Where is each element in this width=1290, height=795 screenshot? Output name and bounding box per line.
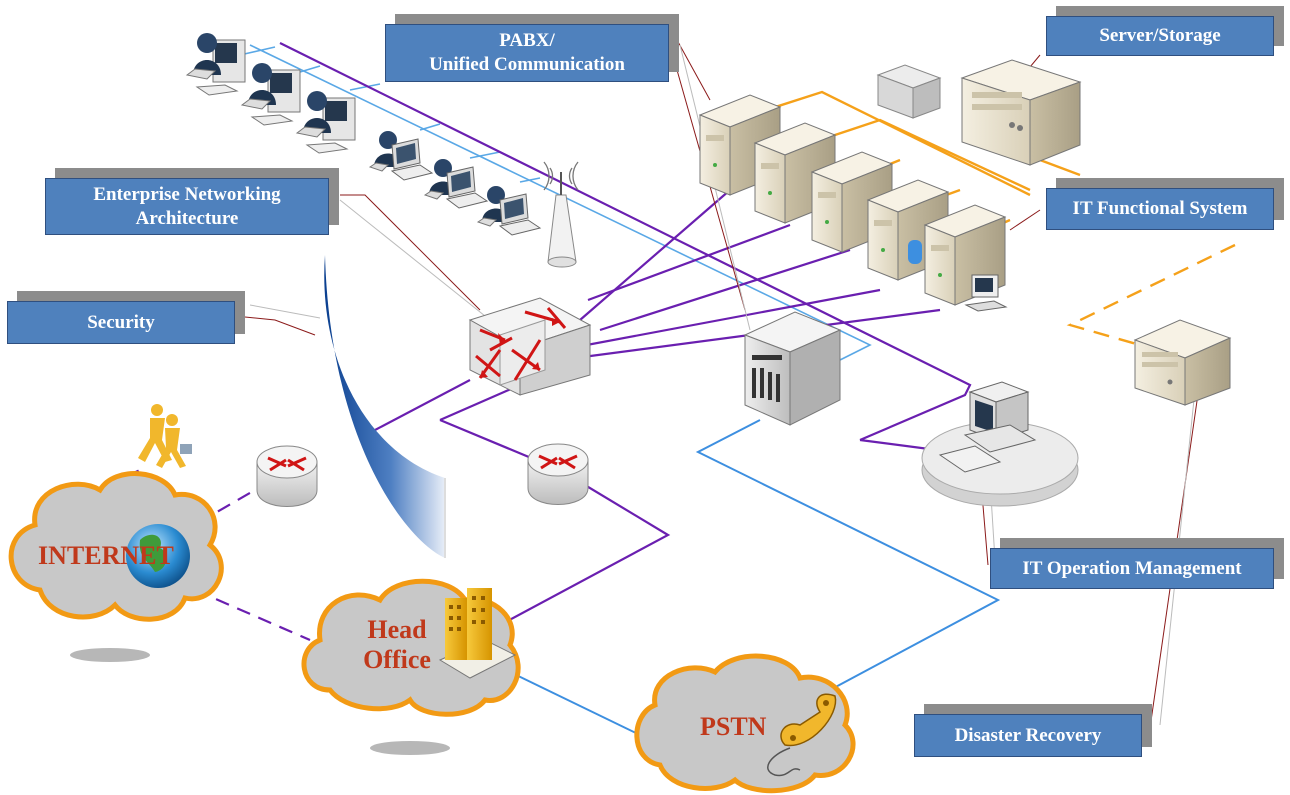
disaster-recovery-text: Disaster Recovery (954, 724, 1102, 746)
shadow-ellipse (370, 741, 450, 755)
telephone-icon (767, 693, 837, 777)
head-office-cloud (301, 578, 521, 717)
enterprise-label-line2: Architecture (135, 207, 239, 229)
storage-box-icon (876, 64, 942, 119)
user-workstation-icon (295, 91, 356, 154)
ops-workstation-icon (921, 381, 1079, 507)
pabx-label-line2: Unified Communication (429, 54, 625, 75)
user-workstation-icon (240, 63, 301, 126)
storage-server-icon (960, 59, 1082, 166)
walking-people-icon (138, 404, 192, 468)
security-label: Security (7, 301, 235, 344)
server-storage-label: Server/Storage (1046, 16, 1274, 56)
internet-cloud-label: INTERNET (38, 541, 174, 570)
head-office-line2: Office (363, 645, 431, 674)
pabx-label-line1: PABX/ (499, 30, 555, 51)
internet-cloud (8, 471, 224, 622)
firewall-shield-icon (324, 255, 446, 558)
lan-lines (239, 44, 872, 361)
laptop-user-icon (368, 131, 434, 181)
router-icon (256, 445, 318, 507)
head-office-line1: Head (367, 615, 427, 644)
shadow-ellipse (70, 648, 150, 662)
wireless-antenna-icon (543, 161, 579, 268)
laptop-user-icon (476, 186, 542, 236)
building-icon (438, 588, 517, 679)
server-tower-icon (923, 204, 1007, 306)
it-functional-label: IT Functional System (1046, 188, 1274, 230)
it-operation-label: IT Operation Management (990, 548, 1274, 589)
dr-dashed-line (1066, 243, 1236, 347)
head-office-cloud-label: Head Office (352, 615, 442, 675)
pstn-cloud (634, 653, 856, 794)
it-functional-text: IT Functional System (1072, 198, 1248, 219)
laptop-user-icon (423, 159, 489, 209)
enterprise-label-line1: Enterprise Networking (93, 183, 281, 205)
it-operation-text: IT Operation Management (1022, 557, 1242, 579)
server-rack-icon (743, 311, 842, 426)
small-monitor-icon (964, 274, 1008, 312)
router-icon (527, 443, 589, 505)
user-workstation-icon (185, 33, 246, 96)
server-bank (698, 94, 1008, 312)
core-switch-icon (468, 297, 592, 396)
enterprise-networking-label: Enterprise Networking Architecture (45, 178, 329, 235)
pstn-cloud-label: PSTN (700, 712, 767, 741)
disaster-recovery-label: Disaster Recovery (914, 714, 1142, 757)
pstn-lines (509, 419, 1001, 736)
user-workstations (185, 33, 542, 236)
backup-server-icon (1133, 319, 1232, 406)
server-storage-text: Server/Storage (1099, 25, 1221, 46)
security-text: Security (87, 311, 155, 333)
pabx-label: PABX/ Unified Communication (385, 24, 669, 82)
server-tower-icon (866, 179, 950, 281)
